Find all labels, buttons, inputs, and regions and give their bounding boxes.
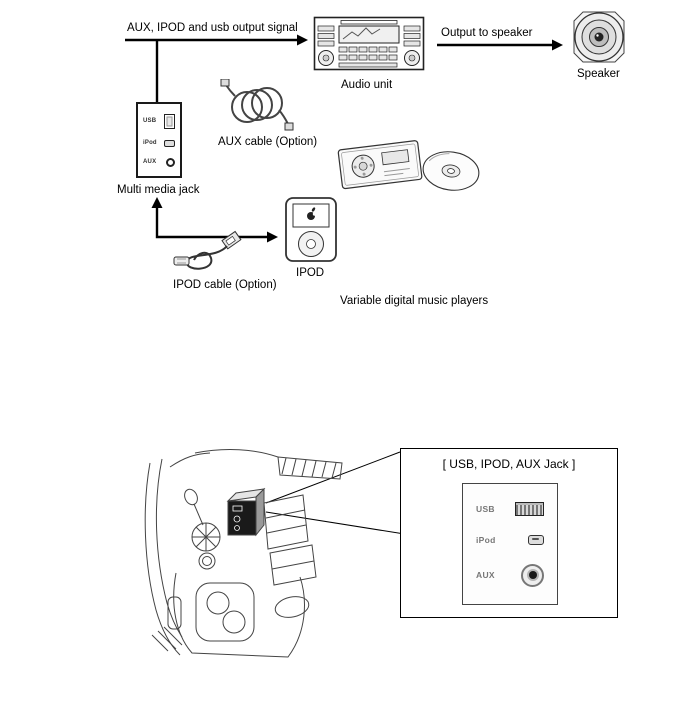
ipod-jack-icon: [528, 534, 544, 545]
audio-unit-illustration: [313, 16, 425, 71]
mmjack-usb-label: USB: [143, 118, 157, 124]
panel-aux-row: AUX: [476, 563, 544, 587]
arrowhead-to-speaker: [552, 39, 563, 51]
mmjack-aux-row: AUX: [143, 157, 175, 167]
media-player-icon: [337, 140, 423, 190]
aux-cable-label: AUX cable (Option): [218, 136, 318, 148]
magnifier-line-upper: [265, 451, 401, 504]
audio-unit-label: Audio unit: [341, 79, 393, 91]
panel-ipod-row: iPod: [476, 534, 544, 545]
ipod-cable-icon: [173, 230, 242, 270]
ipod-jack-icon: [164, 139, 175, 147]
aux-jack-icon: [166, 157, 175, 167]
panel-aux-label: AUX: [476, 570, 495, 580]
jack-detail-box: [ USB, IPOD, AUX Jack ] USB iPod AUX: [400, 448, 618, 618]
jack-detail-title: [ USB, IPOD, AUX Jack ]: [442, 457, 576, 471]
speaker-label: Speaker: [577, 68, 620, 80]
multimedia-jack-illustration: USB iPod AUX: [136, 102, 182, 178]
output-to-speaker-label: Output to speaker: [441, 27, 533, 39]
aux-jack-icon: [521, 563, 544, 587]
mmjack-ipod-label: iPod: [143, 140, 157, 146]
ipod-cable-label: IPOD cable (Option): [173, 279, 277, 291]
signal-label: AUX, IPOD and usb output signal: [127, 22, 298, 34]
jack-panel-illustration: USB iPod AUX: [462, 483, 558, 605]
usb-port-icon: [164, 113, 175, 129]
aux-jack-center: [528, 571, 537, 579]
ipod-icon: [285, 197, 337, 262]
car-console-illustration: [144, 449, 343, 658]
panel-ipod-label: iPod: [476, 534, 496, 545]
players-label: Variable digital music players: [340, 295, 489, 307]
arrowhead-up-to-jack: [151, 197, 163, 208]
mmjack-aux-label: AUX: [143, 159, 157, 165]
aux-cable-icon: [220, 79, 294, 131]
ipod-label: IPOD: [296, 267, 325, 279]
cd-disc-icon: [422, 151, 480, 191]
speaker-icon: [573, 11, 625, 63]
arrowhead-to-audio-unit: [297, 34, 308, 46]
multimedia-jack-label: Multi media jack: [117, 184, 200, 196]
mmjack-usb-row: USB: [143, 113, 175, 129]
arrowhead-to-ipod: [267, 231, 278, 243]
usb-port-icon: [515, 501, 544, 516]
mmjack-ipod-row: iPod: [143, 139, 175, 147]
panel-usb-row: USB: [476, 501, 544, 516]
panel-usb-label: USB: [476, 503, 495, 514]
